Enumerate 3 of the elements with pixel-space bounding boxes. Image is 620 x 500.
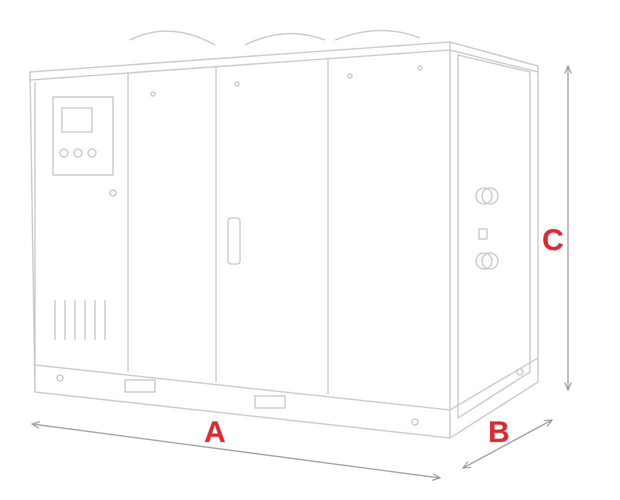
- dimension-label: B: [488, 418, 510, 448]
- dimension-label: C: [542, 226, 564, 256]
- dimension-label: A: [204, 418, 226, 448]
